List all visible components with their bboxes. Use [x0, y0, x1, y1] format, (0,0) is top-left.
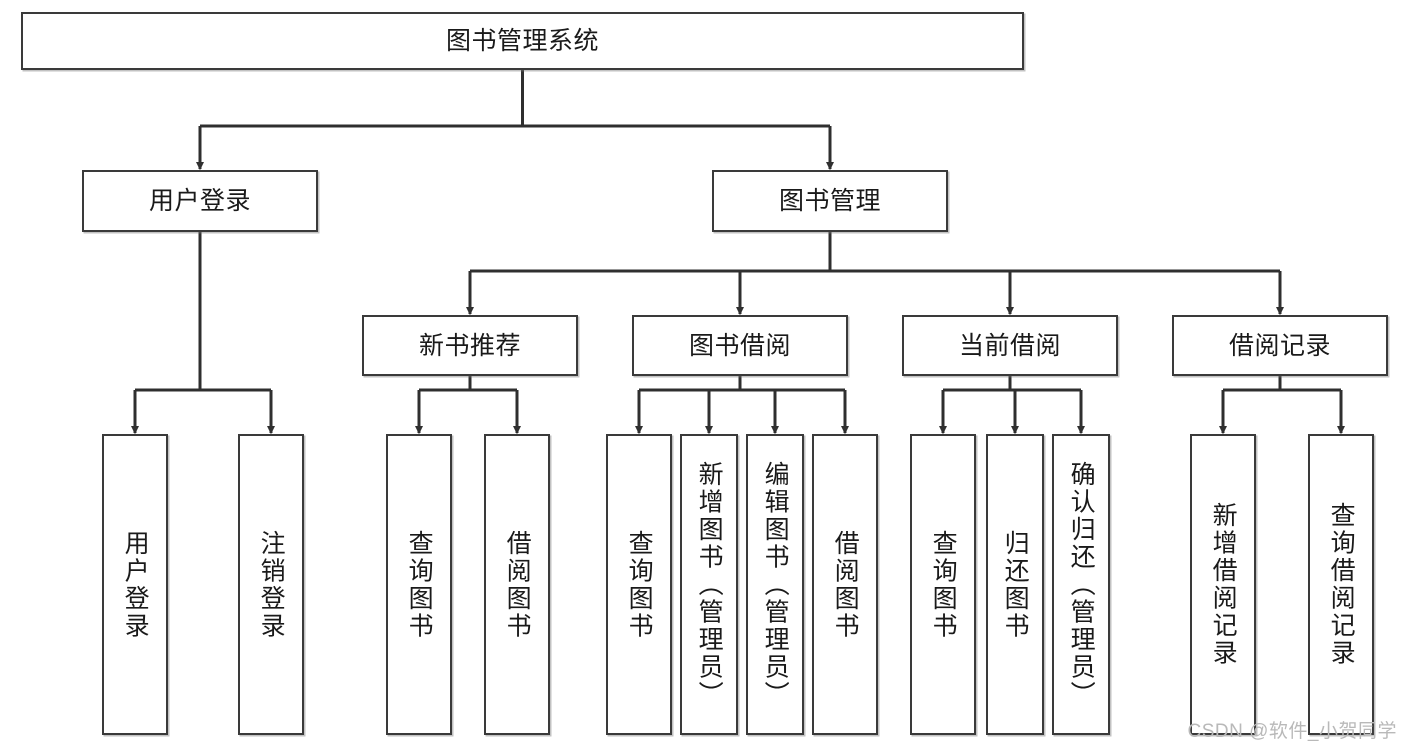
node-label-l2a: 用户登录: [148, 187, 251, 215]
node-lf1[interactable]: 用户登录: [102, 434, 168, 735]
node-label-lf5: 查询图书: [625, 529, 654, 640]
node-label-root: 图书管理系统: [445, 27, 599, 55]
node-label-lf1: 用户登录: [121, 529, 150, 640]
node-lf3[interactable]: 查询图书: [386, 434, 452, 735]
node-lf11[interactable]: 确认归还（管理员）: [1052, 434, 1110, 735]
node-label-lf12: 新增借阅记录: [1209, 502, 1238, 667]
node-l2b[interactable]: 图书管理: [712, 170, 948, 232]
node-root[interactable]: 图书管理系统: [21, 12, 1024, 70]
node-l3d[interactable]: 借阅记录: [1172, 315, 1388, 376]
node-lf12[interactable]: 新增借阅记录: [1190, 434, 1256, 735]
node-label-lf3: 查询图书: [405, 529, 434, 640]
node-label-lf9: 查询图书: [929, 529, 958, 640]
node-lf5[interactable]: 查询图书: [606, 434, 672, 735]
node-lf6[interactable]: 新增图书（管理员）: [680, 434, 738, 735]
node-l3c[interactable]: 当前借阅: [902, 315, 1118, 376]
node-label-l3a: 新书推荐: [418, 331, 521, 360]
csdn-watermark: CSDN @软件_小贺同学: [1187, 721, 1397, 742]
node-label-lf7: 编辑图书（管理员）: [761, 460, 790, 709]
node-label-lf2: 注销登录: [257, 529, 286, 640]
node-lf2[interactable]: 注销登录: [238, 434, 304, 735]
node-label-l3c: 当前借阅: [958, 331, 1061, 360]
node-lf13[interactable]: 查询借阅记录: [1308, 434, 1374, 735]
node-label-lf8: 借阅图书: [831, 529, 860, 640]
node-lf7[interactable]: 编辑图书（管理员）: [746, 434, 804, 735]
node-label-lf11: 确认归还（管理员）: [1067, 460, 1096, 709]
node-l3b[interactable]: 图书借阅: [632, 315, 848, 376]
node-lf4[interactable]: 借阅图书: [484, 434, 550, 735]
node-label-l2b: 图书管理: [778, 187, 881, 215]
node-label-l3b: 图书借阅: [688, 331, 791, 360]
node-label-l3d: 借阅记录: [1228, 331, 1331, 360]
node-lf10[interactable]: 归还图书: [986, 434, 1044, 735]
node-label-lf10: 归还图书: [1001, 529, 1030, 640]
node-l3a[interactable]: 新书推荐: [362, 315, 578, 376]
node-label-lf4: 借阅图书: [503, 529, 532, 640]
node-lf9[interactable]: 查询图书: [910, 434, 976, 735]
node-label-lf6: 新增图书（管理员）: [695, 460, 724, 709]
node-l2a[interactable]: 用户登录: [82, 170, 318, 232]
node-label-lf13: 查询借阅记录: [1327, 502, 1356, 667]
node-lf8[interactable]: 借阅图书: [812, 434, 878, 735]
